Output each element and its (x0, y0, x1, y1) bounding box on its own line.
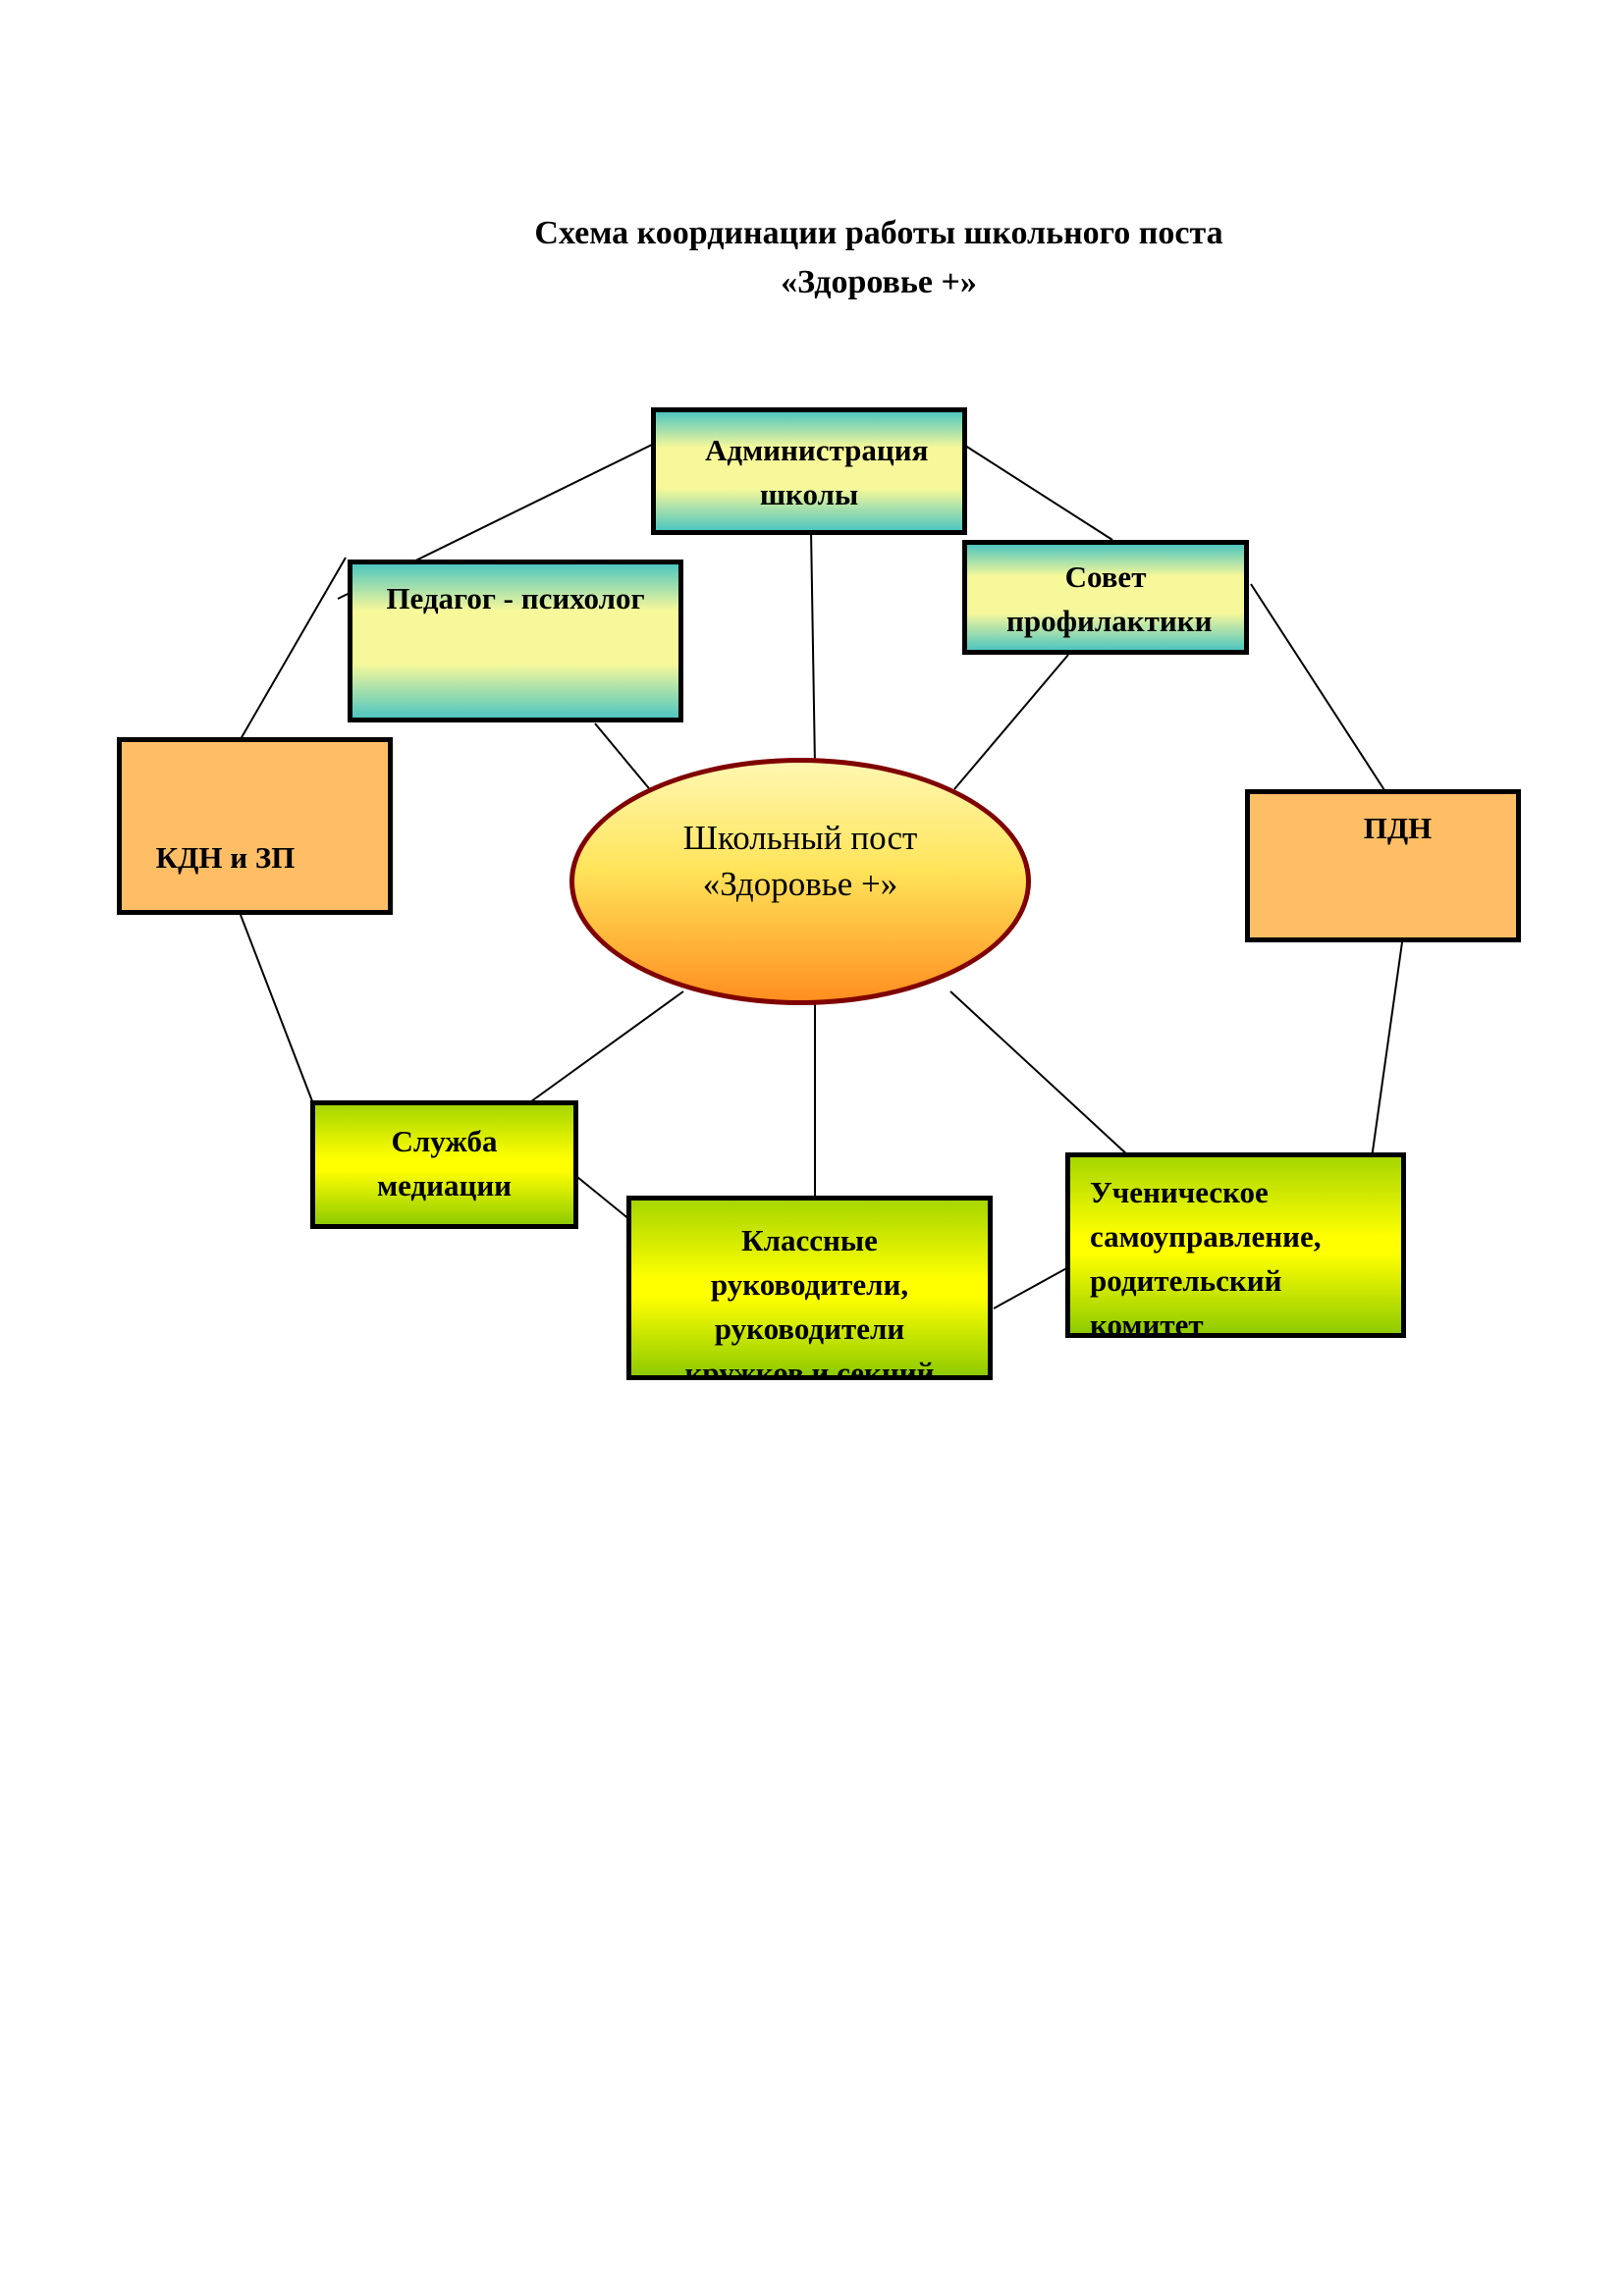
node-psychologist-label: Педагог - психолог (386, 581, 645, 615)
node-prevention-council-label: Совет профилактики (1006, 560, 1213, 638)
line-center-mediation (519, 990, 684, 1110)
node-student-government: Ученическое самоуправление, родительский… (1065, 1152, 1406, 1338)
line-council-pdn (1250, 583, 1387, 794)
node-pdn: ПДН (1245, 789, 1521, 942)
title-line-1: Схема координации работы школьного поста (534, 215, 1223, 251)
node-administration-label: Администрация школы (705, 433, 929, 511)
node-mediation: Служба медиации (310, 1100, 578, 1229)
line-center-student (949, 990, 1130, 1157)
center-school-post: Школьный пост «Здоровье +» (569, 758, 1031, 1005)
node-class-teachers: Классные руководители, руководители круж… (626, 1196, 993, 1380)
node-student-government-label: Ученическое самоуправление, родительский… (1090, 1175, 1322, 1338)
node-kdn-label: КДН и ЗП (155, 840, 296, 875)
node-mediation-label: Служба медиации (376, 1124, 513, 1202)
title-line-2: «Здоровье +» (781, 264, 977, 300)
diagram-title: Схема координации работы школьного поста… (0, 209, 1624, 307)
line-center-council (953, 654, 1069, 790)
node-administration: Администрация школы (651, 407, 967, 535)
node-class-teachers-label: Классные руководители, руководители круж… (684, 1223, 935, 1380)
line-center-psychologist (594, 722, 654, 794)
line-psychologist-kdn (240, 557, 347, 740)
line-mediation-class (576, 1176, 631, 1221)
center-school-post-label: Школьный пост «Здоровье +» (682, 819, 918, 903)
line-kdn-mediation (240, 914, 315, 1107)
line-pdn-student (1371, 941, 1403, 1159)
line-class-student (993, 1265, 1071, 1309)
node-psychologist: Педагог - психолог (348, 560, 683, 722)
node-kdn: КДН и ЗП (117, 737, 393, 915)
node-prevention-council: Совет профилактики (962, 540, 1249, 655)
node-pdn-label: ПДН (1363, 811, 1433, 845)
line-center-admin (810, 529, 816, 767)
line-admin-council (961, 443, 1113, 541)
